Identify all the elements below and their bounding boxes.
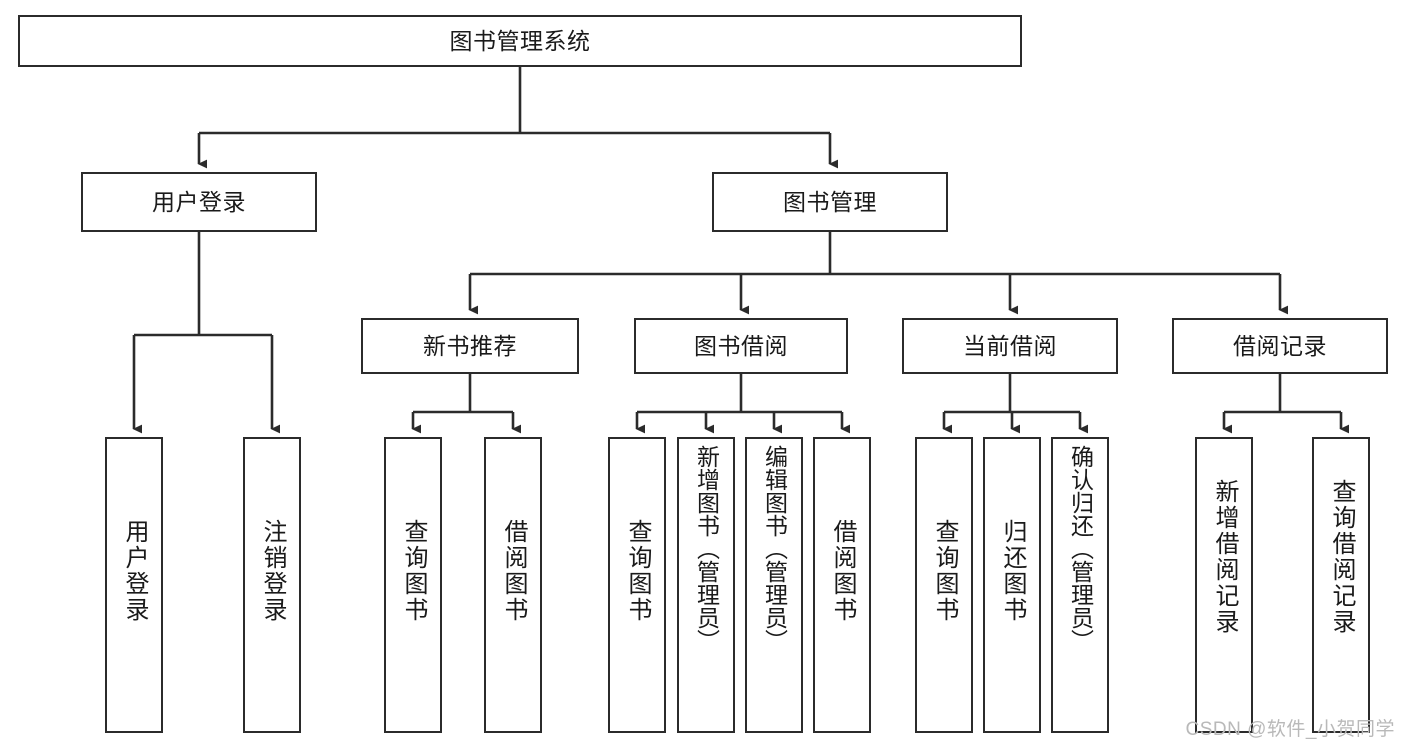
node-book-borrow[interactable]: 图书借阅 bbox=[634, 318, 848, 374]
node-label: 确认归还（管理员） bbox=[1067, 445, 1094, 652]
node-label: 注销登录 bbox=[259, 519, 286, 623]
node-root[interactable]: 图书管理系统 bbox=[18, 15, 1022, 67]
node-leaf-confirm-return[interactable]: 确认归还（管理员） bbox=[1051, 437, 1109, 733]
node-leaf-add-record[interactable]: 新增借阅记录 bbox=[1195, 437, 1253, 733]
node-leaf-edit-book[interactable]: 编辑图书（管理员） bbox=[745, 437, 803, 733]
node-label: 借阅图书 bbox=[829, 519, 856, 623]
node-label: 用户登录 bbox=[152, 188, 246, 215]
node-leaf-query-book-1[interactable]: 查询图书 bbox=[384, 437, 442, 733]
node-current-borrow[interactable]: 当前借阅 bbox=[902, 318, 1118, 374]
node-label: 查询借阅记录 bbox=[1328, 479, 1355, 635]
node-leaf-user-login[interactable]: 用户登录 bbox=[105, 437, 163, 733]
node-label: 图书管理 bbox=[783, 188, 877, 215]
node-new-book-recommend[interactable]: 新书推荐 bbox=[361, 318, 579, 374]
node-leaf-borrow-book-2[interactable]: 借阅图书 bbox=[813, 437, 871, 733]
watermark-text: CSDN @软件_小贺同学 bbox=[1185, 719, 1395, 740]
node-label: 新书推荐 bbox=[423, 332, 517, 359]
node-label: 编辑图书（管理员） bbox=[761, 445, 788, 652]
node-label: 新增借阅记录 bbox=[1211, 479, 1238, 635]
node-leaf-query-book-3[interactable]: 查询图书 bbox=[915, 437, 973, 733]
node-label: 新增图书（管理员） bbox=[693, 445, 720, 652]
node-label: 借阅图书 bbox=[500, 519, 527, 623]
node-label: 当前借阅 bbox=[963, 332, 1057, 359]
node-leaf-query-book-2[interactable]: 查询图书 bbox=[608, 437, 666, 733]
node-borrow-record[interactable]: 借阅记录 bbox=[1172, 318, 1388, 374]
node-label: 查询图书 bbox=[400, 519, 427, 623]
node-leaf-borrow-book-1[interactable]: 借阅图书 bbox=[484, 437, 542, 733]
node-label: 归还图书 bbox=[999, 519, 1026, 623]
node-leaf-return-book[interactable]: 归还图书 bbox=[983, 437, 1041, 733]
node-user-login[interactable]: 用户登录 bbox=[81, 172, 317, 232]
node-label: 查询图书 bbox=[931, 519, 958, 623]
node-label: 用户登录 bbox=[121, 519, 148, 623]
node-leaf-query-record[interactable]: 查询借阅记录 bbox=[1312, 437, 1370, 733]
node-label: 查询图书 bbox=[624, 519, 651, 623]
node-label: 借阅记录 bbox=[1233, 332, 1327, 359]
node-label: 图书管理系统 bbox=[449, 27, 591, 54]
node-label: 图书借阅 bbox=[694, 332, 788, 359]
node-book-manage[interactable]: 图书管理 bbox=[712, 172, 948, 232]
node-leaf-add-book[interactable]: 新增图书（管理员） bbox=[677, 437, 735, 733]
node-leaf-logout[interactable]: 注销登录 bbox=[243, 437, 301, 733]
